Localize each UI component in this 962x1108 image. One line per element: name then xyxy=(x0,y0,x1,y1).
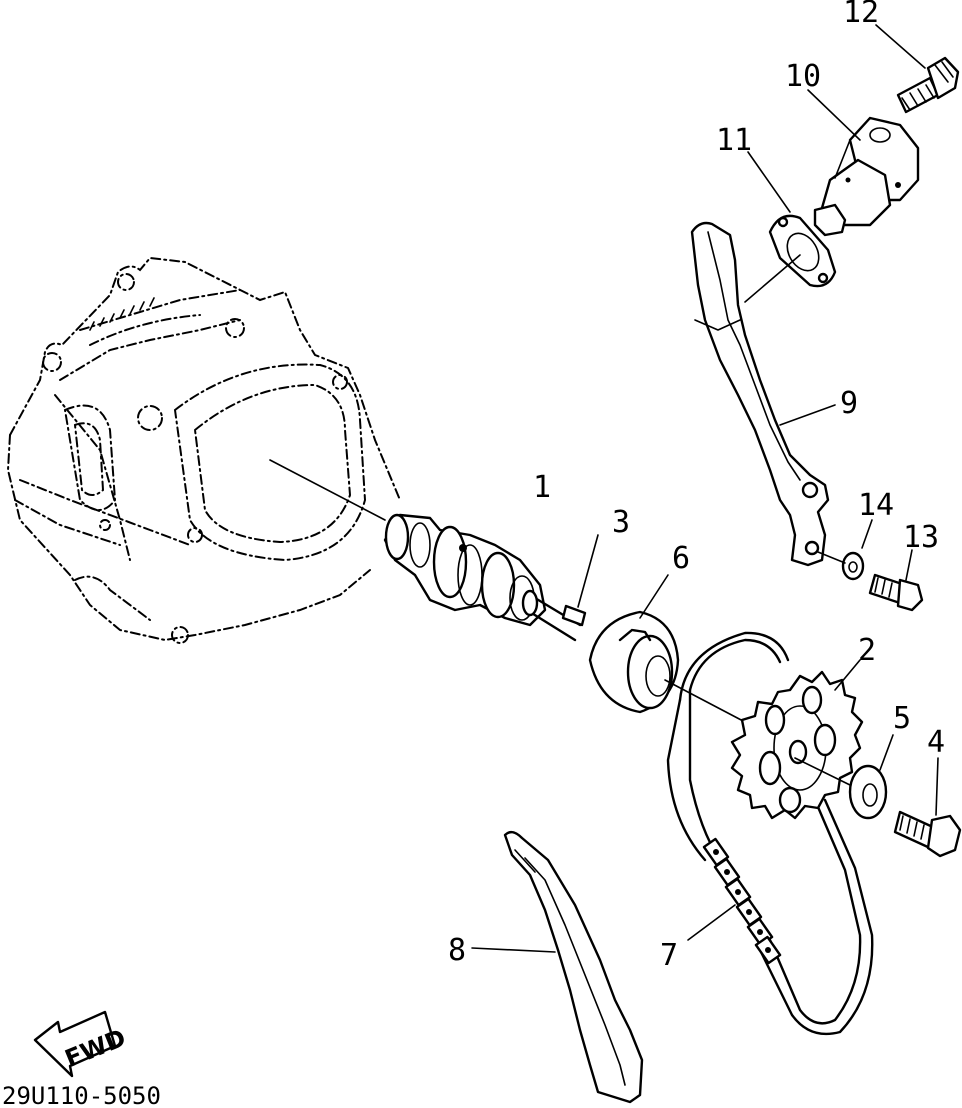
guide-bolt xyxy=(868,549,924,612)
label-part-11: 11 xyxy=(716,123,752,158)
tensioner-gasket xyxy=(744,151,837,303)
label-part-6: 6 xyxy=(672,541,690,576)
chain-tensioner xyxy=(807,89,920,237)
cam-chain xyxy=(666,631,874,1036)
sprocket-washer xyxy=(848,734,894,820)
label-part-9: 9 xyxy=(840,386,858,421)
label-part-7: 7 xyxy=(660,938,678,973)
label-part-1: 1 xyxy=(533,470,551,505)
cam-sprocket xyxy=(730,659,864,820)
camshaft xyxy=(383,513,582,642)
sprocket-bolt xyxy=(893,757,962,858)
tensioner-bolt xyxy=(875,24,960,114)
label-part-4: 4 xyxy=(927,725,945,760)
label-part-13: 13 xyxy=(903,520,939,555)
label-part-2: 2 xyxy=(858,633,876,668)
chain-links xyxy=(702,837,782,965)
decompressor-cam xyxy=(588,574,680,714)
forward-arrow-icon: FWD xyxy=(33,1010,130,1078)
cylinder-head xyxy=(6,256,401,644)
label-part-14: 14 xyxy=(858,488,894,523)
chain-guide-front xyxy=(471,830,644,1104)
callout-labels: 1 2 3 4 5 6 7 8 9 10 11 12 13 14 xyxy=(448,0,945,973)
leader-line-shaft xyxy=(664,679,746,723)
label-part-8: 8 xyxy=(448,933,466,968)
label-part-3: 3 xyxy=(612,505,630,540)
guide-washer xyxy=(817,519,873,581)
chain-guide-rear xyxy=(690,221,836,567)
label-part-5: 5 xyxy=(893,701,911,736)
leader-line-head xyxy=(269,459,386,521)
label-part-12: 12 xyxy=(843,0,879,30)
label-part-10: 10 xyxy=(785,59,821,94)
dowel-pin xyxy=(561,534,599,627)
diagram-code: 29U110-5050 xyxy=(2,1082,161,1108)
